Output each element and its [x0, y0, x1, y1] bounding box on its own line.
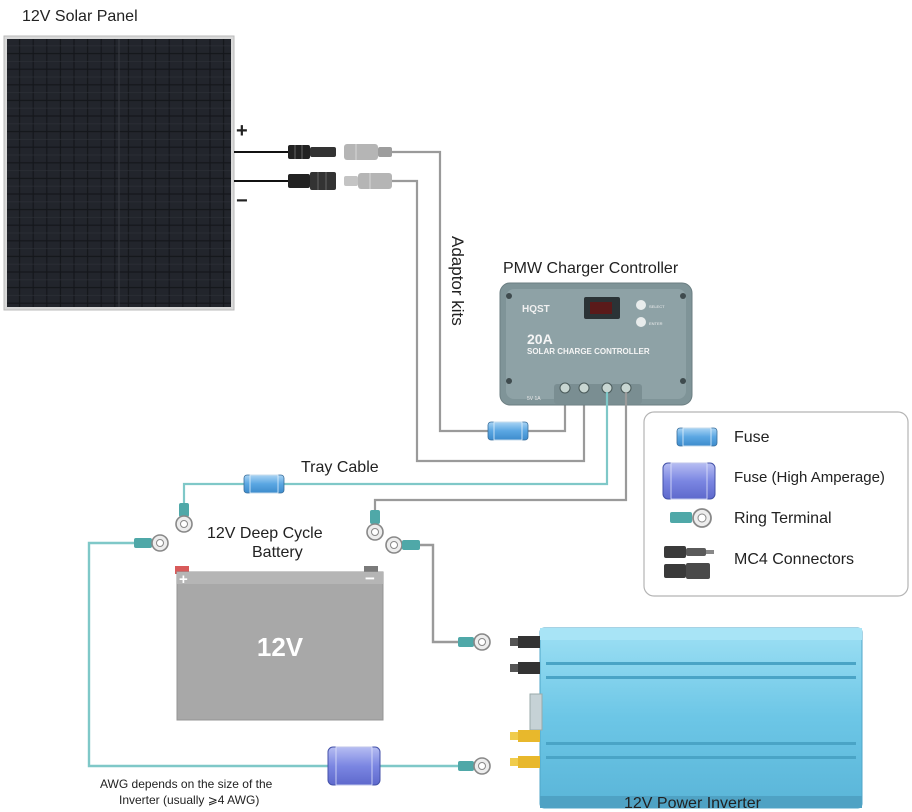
controller-brand: HQST [522, 304, 550, 315]
controller-btn1-label: SELECT [649, 304, 665, 309]
ring-terminal-icon [670, 508, 712, 528]
legend-label-mc4-connectors: MC4 Connectors [734, 551, 854, 568]
charge-controller [499, 282, 693, 406]
ring-terminal-controller-negative [366, 510, 384, 541]
mc4-connector-icon [664, 546, 714, 579]
adaptor-wire-positive [392, 150, 488, 433]
adaptor-label: Adaptor kits [448, 236, 467, 326]
panel-minus-sign: − [236, 190, 248, 212]
inverter-positive-cable [87, 541, 328, 768]
controller-btn2-label: ENTER [649, 321, 663, 326]
legend-label-fuse: Fuse [734, 429, 770, 446]
controller-select-button [636, 300, 646, 310]
panel-title: 12V Solar Panel [22, 8, 138, 25]
ring-terminal-controller-positive [175, 503, 193, 533]
high-amperage-fuse-icon [662, 462, 716, 500]
ring-terminal-inverter-positive-at-battery [134, 534, 169, 552]
solar-panel [3, 35, 235, 311]
adaptor-wire-negative [392, 179, 586, 463]
adaptor-inline-fuse [487, 421, 529, 441]
terminal-battery-positive [601, 382, 613, 394]
ring-terminal-inverter-negative-at-battery [385, 536, 420, 554]
terminal-pv-negative [578, 382, 590, 394]
awg-note-line1: AWG depends on the size of the [100, 777, 273, 791]
mc4-connector-negative-black [288, 172, 336, 190]
tray-cable-fuse [243, 474, 285, 494]
battery-title-line2: Battery [252, 544, 303, 561]
battery [175, 566, 384, 721]
ring-terminal-inverter-negative [458, 633, 491, 651]
controller-subtitle: SOLAR CHARGE CONTROLLER [527, 347, 650, 356]
battery-voltage: 12V [257, 632, 304, 662]
inverter-label: 12V Power Inverter [624, 795, 762, 812]
legend-label-high-amperage-fuse: Fuse (High Amperage) [734, 469, 885, 486]
terminal-battery-negative [620, 382, 632, 394]
inverter-negative-cable [420, 543, 462, 644]
battery-plus-sign: + [179, 571, 188, 588]
ring-terminal-inverter-positive [458, 757, 491, 775]
power-inverter [510, 627, 863, 809]
controller-enter-button [636, 317, 646, 327]
legend [643, 411, 909, 597]
mc4-connector-positive-gray [344, 144, 392, 160]
tray-cable-wire-to-battery [182, 482, 244, 506]
tray-cable-label: Tray Cable [301, 459, 379, 476]
controller-battery-negative-wire [373, 392, 628, 516]
mc4-connector-negative-gray [344, 173, 392, 189]
fuse-icon [676, 427, 718, 447]
legend-label-ring-terminal: Ring Terminal [734, 510, 832, 527]
mc4-connector-positive-black [288, 145, 336, 159]
high-amperage-fuse [327, 746, 381, 786]
battery-title-line1: 12V Deep Cycle [207, 525, 323, 542]
controller-rating: 20A [527, 331, 553, 347]
awg-note-line2: Inverter (usually ⩾4 AWG) [119, 793, 259, 807]
tray-cable-wire [284, 392, 609, 486]
panel-plus-sign: + [236, 120, 248, 142]
controller-title: PMW Charger Controller [503, 260, 679, 277]
battery-minus-sign: − [365, 569, 375, 588]
controller-model: 5V 1A [527, 396, 541, 402]
terminal-pv-positive [559, 382, 571, 394]
